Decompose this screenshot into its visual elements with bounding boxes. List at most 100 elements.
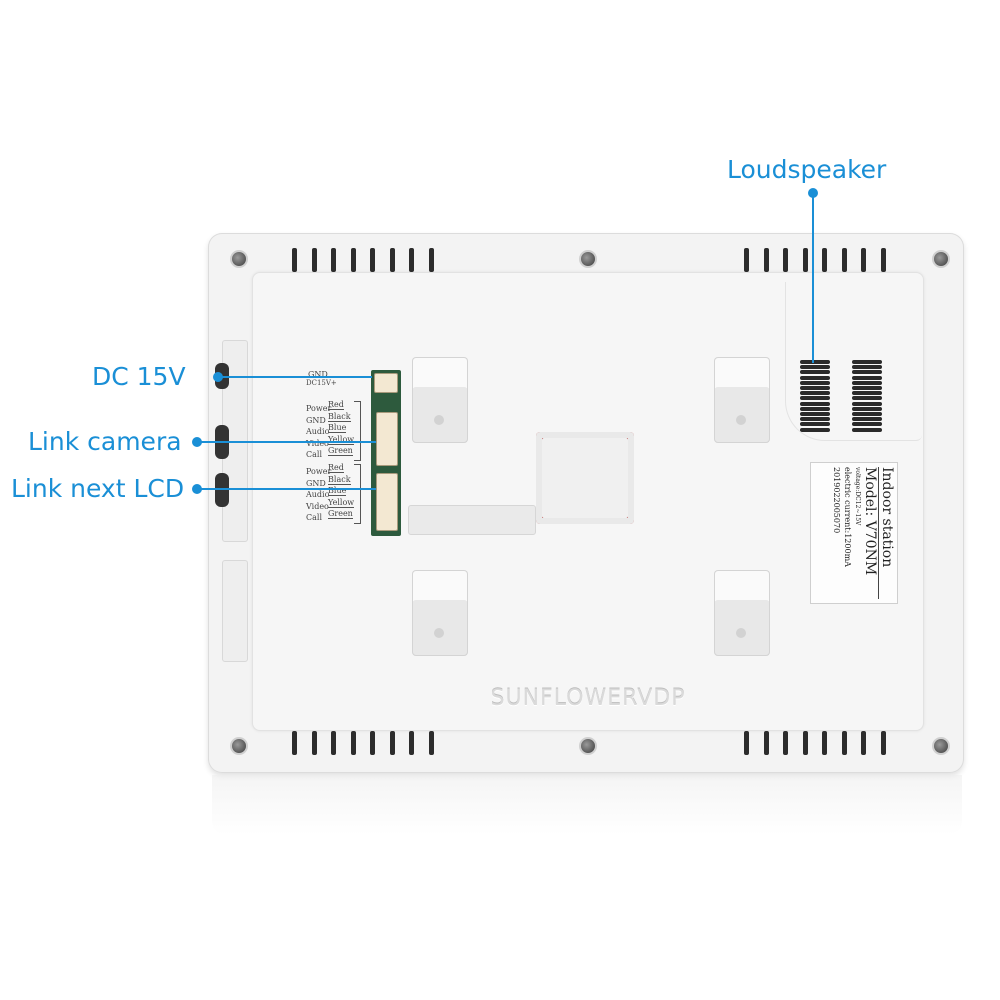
callout-dot-lcd	[192, 484, 202, 494]
speaker-slot	[800, 396, 830, 401]
mount-hook-top-right	[714, 357, 770, 443]
callout-dot-camera	[192, 437, 202, 447]
label-model: Model: V70NM	[862, 467, 878, 576]
power-gnd-label: GND	[308, 370, 328, 379]
vent-slot	[744, 731, 749, 755]
vent-slot	[783, 248, 788, 272]
pin-color-label: Blue	[328, 423, 347, 433]
side-tab-lower	[222, 560, 248, 662]
vent-slot	[783, 731, 788, 755]
pin-name-label: Video	[306, 501, 329, 511]
product-label: Indoor station Model: V70NM voltage:DC12…	[810, 462, 898, 604]
center-opening	[536, 432, 634, 524]
speaker-slot	[852, 417, 882, 422]
screw-top-center	[579, 250, 597, 268]
vent-slot	[370, 248, 375, 272]
lcd-connector	[376, 473, 398, 531]
vent-slot	[763, 731, 769, 755]
speaker-slot	[852, 422, 882, 427]
callout-dc-15v: DC 15V	[92, 362, 186, 391]
speaker-slot	[852, 386, 882, 390]
vent-slot	[841, 248, 847, 272]
speaker-slot	[852, 406, 882, 411]
device-reflection	[212, 775, 962, 835]
pin-name-label: GND	[306, 478, 326, 488]
callout-link-camera: Link camera	[28, 427, 182, 456]
callout-link-next-lcd: Link next LCD	[11, 474, 185, 503]
vent-slot	[428, 248, 434, 272]
screw-top-left	[230, 250, 248, 268]
vent-slot	[802, 248, 808, 272]
vent-slot	[389, 731, 395, 755]
pin-name-label: Call	[306, 513, 323, 522]
vent-slot	[841, 731, 847, 755]
power-connector	[374, 373, 398, 393]
pin-color-label: Red	[328, 463, 344, 473]
vent-slot	[350, 248, 356, 272]
vent-slot	[389, 248, 395, 272]
speaker-region	[785, 282, 922, 441]
pin-bracket	[354, 464, 361, 524]
vent-slot	[880, 731, 886, 755]
speaker-slot	[800, 365, 830, 370]
label-voltage: voltage:DC12~15V	[854, 467, 861, 526]
mount-hook-bottom-right	[714, 570, 770, 656]
speaker-slot	[852, 391, 882, 396]
vent-slot	[409, 248, 414, 272]
speaker-slot	[800, 391, 830, 396]
callout-line-camera	[200, 441, 376, 443]
mount-hook-top-left	[412, 357, 468, 443]
speaker-slot	[800, 375, 830, 380]
label-title: Indoor station	[878, 467, 895, 599]
vent-slot	[292, 248, 297, 272]
pin-bracket	[354, 401, 361, 461]
power-dc-label: DC15V+	[306, 379, 337, 387]
vent-slot	[292, 731, 297, 755]
pin-color-label: Blue	[328, 486, 347, 496]
screw-bottom-left	[230, 737, 248, 755]
pin-name-label: Power	[306, 404, 332, 413]
pin-color-label: Black	[328, 474, 351, 485]
pin-name-label: Audio	[306, 490, 330, 499]
vent-slot	[331, 731, 336, 755]
speaker-slot	[800, 370, 830, 375]
pin-color-label: Red	[328, 400, 344, 410]
screw-bottom-right	[932, 737, 950, 755]
callout-line-lcd	[200, 488, 376, 490]
speaker-slot	[852, 380, 882, 385]
label-serial: 2019022005070	[832, 467, 841, 534]
vent-slot	[311, 248, 317, 272]
pin-name-label: Audio	[306, 427, 330, 436]
cable-cutout	[408, 505, 536, 535]
vent-slot	[331, 248, 336, 272]
speaker-slot	[852, 396, 882, 401]
pin-name-label: Call	[306, 450, 323, 459]
speaker-slot	[800, 386, 830, 390]
speaker-slot	[852, 365, 882, 370]
screw-bottom-center	[579, 737, 597, 755]
brand-embossing: SUNFLOWERVDP	[490, 686, 686, 711]
vent-slot	[370, 731, 375, 755]
camera-connector	[376, 412, 398, 466]
vent-slot	[763, 248, 769, 272]
speaker-slot	[852, 427, 882, 432]
pin-color-label: Yellow	[328, 497, 355, 508]
label-current: electric current:1200mA	[843, 467, 852, 567]
lcd-jack	[215, 473, 229, 507]
vent-slot	[350, 731, 356, 755]
speaker-slot	[800, 360, 830, 364]
vent-slot	[822, 248, 827, 272]
mount-hook-bottom-left	[412, 570, 468, 656]
vent-slot	[744, 248, 749, 272]
speaker-slot	[852, 412, 882, 416]
callout-line-dc	[222, 376, 372, 378]
vent-slot	[822, 731, 827, 755]
pin-color-label: Yellow	[328, 434, 355, 445]
callout-loudspeaker: Loudspeaker	[727, 155, 887, 184]
speaker-slot	[852, 360, 882, 364]
vent-slot	[428, 731, 434, 755]
vent-slot	[409, 731, 414, 755]
pin-name-label: GND	[306, 415, 326, 425]
vent-slot	[880, 248, 886, 272]
pin-color-label: Green	[328, 509, 353, 519]
